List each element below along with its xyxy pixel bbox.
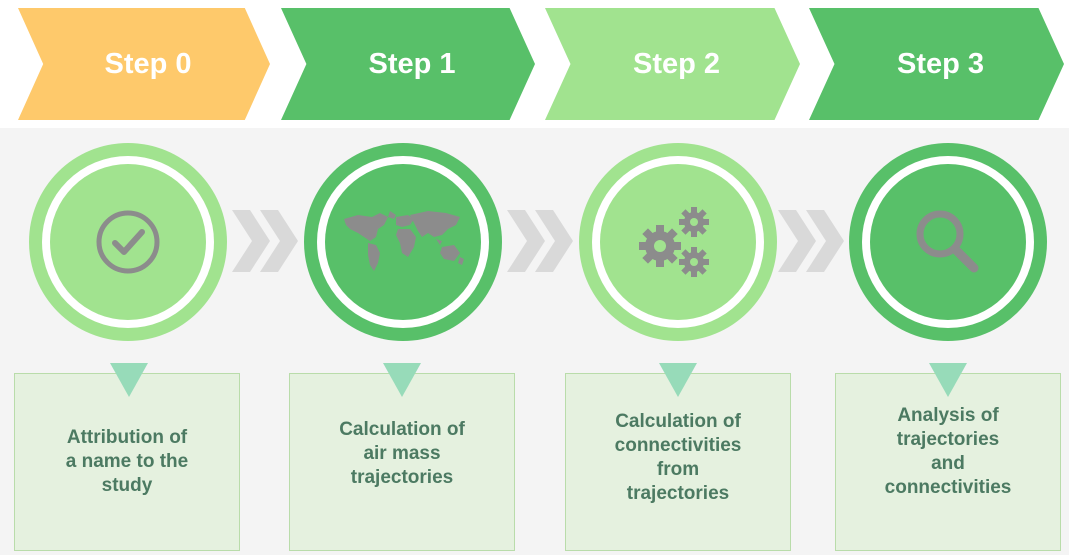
gears-icon (639, 207, 709, 277)
step-0-description: Attribution of a name to the study (65, 427, 189, 496)
double-chevron-arrow-3 (778, 210, 844, 272)
double-chevron-arrow-2 (507, 210, 573, 272)
check-circle-icon (96, 210, 160, 274)
step-2-label: Step 2 (632, 47, 721, 80)
step-2-circle (579, 143, 777, 341)
magnifier-icon (916, 210, 979, 273)
step-2-description: Calculation of connectivities from traje… (614, 411, 742, 504)
step-3-chevron: Step 3 (809, 8, 1064, 120)
step-3-description-box: Analysis of trajectories and connectivit… (835, 373, 1061, 551)
step-1-pointer (383, 363, 421, 397)
step-1-label: Step 1 (368, 47, 456, 80)
double-chevron-arrow-1 (232, 210, 298, 272)
step-3-pointer (929, 363, 967, 397)
step-3-description: Analysis of trajectories and connectivit… (884, 405, 1012, 498)
step-0-description-box: Attribution of a name to the study (14, 373, 240, 551)
step-1-chevron: Step 1 (281, 8, 535, 120)
step-0-pointer (110, 363, 148, 397)
step-1-description-box: Calculation of air mass trajectories (289, 373, 515, 551)
step-2-pointer (659, 363, 697, 397)
step-0-label: Step 0 (104, 47, 192, 80)
step-2-description-box: Calculation of connectivities from traje… (565, 373, 791, 551)
world-map-icon (344, 211, 464, 271)
step-0-chevron: Step 0 (18, 8, 270, 120)
step-3-label: Step 3 (896, 47, 985, 80)
step-2-chevron: Step 2 (545, 8, 800, 120)
step-1-description: Calculation of air mass trajectories (339, 419, 465, 488)
step-0-circle (29, 143, 227, 341)
step-3-circle (849, 143, 1047, 341)
step-1-circle (304, 143, 502, 341)
